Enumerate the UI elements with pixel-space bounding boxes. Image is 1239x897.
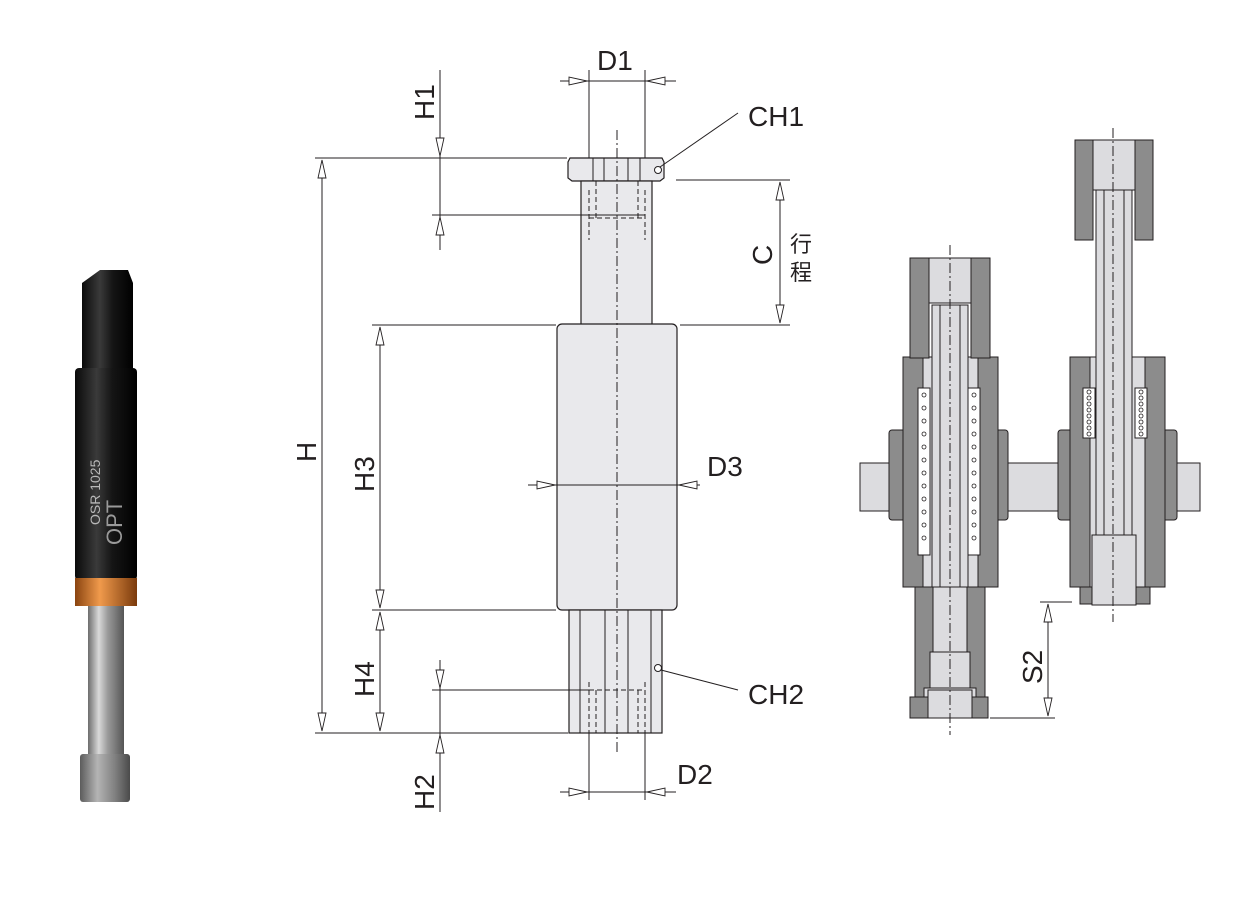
head-cap: [567, 157, 665, 182]
spring-coil: [971, 457, 977, 463]
label-ch2: CH2: [748, 679, 804, 710]
label-h1: H1: [409, 84, 440, 120]
spring-coil: [971, 509, 977, 515]
spring-coil: [971, 392, 977, 398]
product-model-text: OSR 1025: [87, 459, 103, 525]
spring-coil: [921, 483, 927, 489]
orange-ring: [75, 578, 137, 606]
label-d3: D3: [707, 451, 743, 482]
label-d2: D2: [677, 759, 713, 790]
product-photo: OSR 1025 OPT: [75, 270, 137, 802]
spring-coil: [1138, 431, 1144, 437]
spring-coil: [971, 470, 977, 476]
product-engraving: OSR 1025 OPT: [87, 459, 127, 545]
spring-coil: [971, 522, 977, 528]
ch1-leader: [659, 112, 739, 168]
main-housing: [75, 368, 137, 580]
section-view-extended: [859, 245, 1061, 735]
dimension-drawing: D1 D2 D3 CH1 CH2 H H3 H4 H1 H2 C 行 程: [291, 45, 812, 812]
label-h3: H3: [349, 456, 380, 492]
label-h: H: [291, 442, 322, 462]
spring-coil: [971, 444, 977, 450]
spring-coil: [971, 405, 977, 411]
ch1-port: [654, 166, 662, 174]
spring-coil: [1086, 419, 1092, 425]
spring-coil: [1138, 401, 1144, 407]
spring-coil: [1138, 389, 1144, 395]
piston-rod: [88, 606, 124, 756]
label-d1: D1: [597, 45, 633, 76]
hex-head: [82, 270, 133, 372]
spring-coil: [1138, 413, 1144, 419]
ch2-port: [654, 664, 662, 672]
spring-coil: [1138, 425, 1144, 431]
spring-coil: [921, 418, 927, 424]
spring-coil: [1138, 407, 1144, 413]
spring-coil: [971, 418, 977, 424]
spring-coil: [921, 496, 927, 502]
spring-coil: [1086, 425, 1092, 431]
spring-coil: [921, 444, 927, 450]
product-brand-mark: OPT: [102, 500, 127, 545]
label-stroke-2: 程: [790, 261, 812, 286]
spring-coil: [921, 392, 927, 398]
spring-coil: [1086, 401, 1092, 407]
spring-coil: [1086, 395, 1092, 401]
spring-coil: [921, 522, 927, 528]
spring-coil: [971, 496, 977, 502]
spring-coil: [921, 470, 927, 476]
lower-section: [568, 609, 663, 734]
spring-coil: [1138, 395, 1144, 401]
section-view-compressed: S2: [990, 128, 1201, 719]
spring-coil: [1086, 413, 1092, 419]
hex-nut: [80, 754, 130, 802]
label-stroke-1: 行: [790, 233, 812, 258]
spring-coil: [921, 431, 927, 437]
ch2-leader: [660, 669, 739, 691]
spring-coil: [971, 483, 977, 489]
label-s2: S2: [1017, 650, 1048, 684]
label-h2: H2: [409, 774, 440, 810]
spring-coil: [921, 509, 927, 515]
spring-coil: [1086, 389, 1092, 395]
spring-coil: [971, 431, 977, 437]
label-h4: H4: [349, 661, 380, 697]
label-ch1: CH1: [748, 101, 804, 132]
spring-coil: [921, 457, 927, 463]
spring-coil: [921, 535, 927, 541]
spring-coil: [971, 535, 977, 541]
spring-coil: [1138, 419, 1144, 425]
spring-coil: [1086, 407, 1092, 413]
label-c: C: [747, 245, 778, 265]
spring-coil: [921, 405, 927, 411]
spring-coil: [1086, 431, 1092, 437]
